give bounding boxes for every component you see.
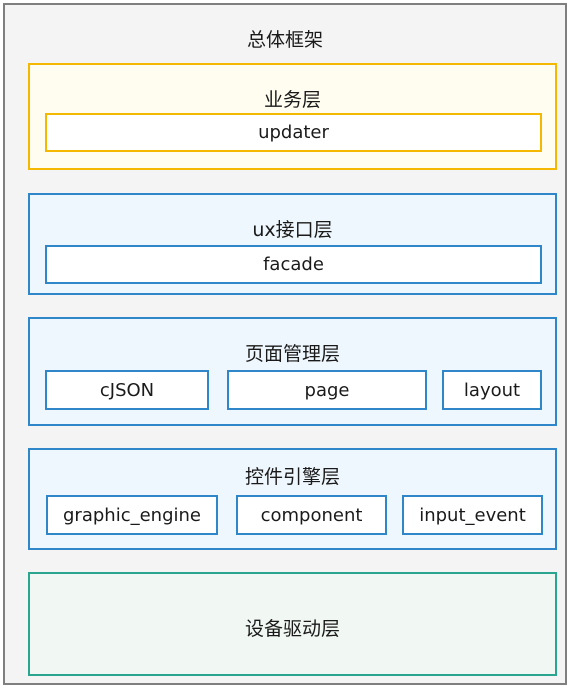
input-event-module: input_event: [402, 495, 543, 535]
updater-module: updater: [45, 113, 542, 152]
widget-engine-layer-label: 控件引擎层: [244, 466, 340, 488]
cjson-module: cJSON: [45, 370, 209, 410]
ux-interface-layer: ux接口层 facade: [28, 193, 557, 295]
page-module: page: [227, 370, 427, 410]
page-management-layer: 页面管理层 cJSON page layout: [28, 317, 557, 426]
business-layer: 业务层 updater: [28, 63, 557, 170]
page-management-layer-label: 页面管理层: [244, 343, 340, 365]
layout-module: layout: [442, 370, 542, 410]
graphic-engine-module: graphic_engine: [46, 495, 218, 535]
overall-framework-container: 总体框架 业务层 updater ux接口层 facade 页面管理层 cJSO…: [3, 3, 567, 685]
ux-interface-layer-label: ux接口层: [252, 219, 333, 241]
business-layer-label: 业务层: [263, 89, 321, 111]
facade-module: facade: [45, 245, 542, 284]
device-driver-layer: 设备驱动层: [28, 572, 557, 676]
component-module: component: [236, 495, 387, 535]
device-driver-layer-label: 设备驱动层: [244, 618, 340, 640]
widget-engine-layer: 控件引擎层 graphic_engine component input_eve…: [28, 448, 557, 550]
diagram-title: 总体框架: [246, 29, 323, 51]
